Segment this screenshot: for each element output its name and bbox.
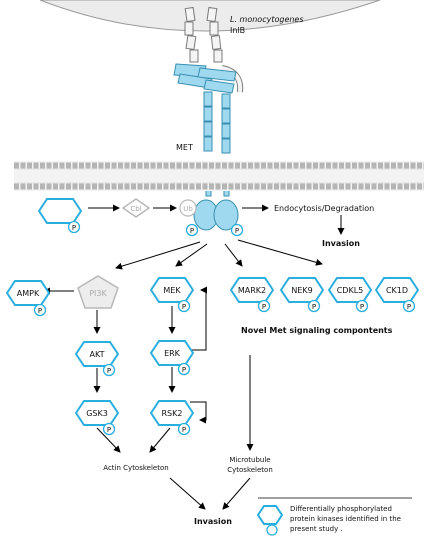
ub-tag: Ub — [179, 199, 197, 217]
cbl-node: Cbl — [121, 198, 151, 218]
novel-components-label: Novel Met signaling compontents — [241, 326, 393, 335]
legend-line-2: protein kinases identified in the — [290, 515, 401, 523]
kinase-nek9: NEK9 P — [280, 277, 324, 313]
phospho-mark: P — [107, 367, 111, 375]
kinase-rsk2: RSK2 P — [150, 400, 194, 436]
pi3k-label: PI3K — [89, 289, 107, 298]
phospho-mark: P — [182, 303, 186, 311]
kinase-gsk3: GSK3 P — [75, 400, 119, 436]
kinase-mek: MEK P — [150, 277, 194, 313]
microtubule-label-line2: Cytoskeleton — [227, 466, 273, 474]
legend-line-1: Differentially phosphorylated — [290, 505, 392, 513]
legend-hex — [256, 505, 284, 525]
phospho-mark: P — [182, 426, 186, 434]
kinase-label: NEK9 — [291, 286, 312, 295]
legend: Differentially phosphorylated protein ki… — [256, 497, 412, 536]
phospho-mark: P — [312, 303, 316, 311]
bacterium-name: L. monocytogenes — [230, 15, 304, 24]
met-kinase-domain: Ub P P — [179, 199, 244, 237]
phospho-mark: P — [72, 224, 76, 232]
phospho-mark: P — [235, 227, 239, 235]
kinase-label: MEK — [163, 286, 181, 295]
phospho-mark: P — [38, 307, 42, 315]
phospho-mark: P — [182, 366, 186, 374]
phospho-mark: P — [107, 426, 111, 434]
actin-cytoskeleton-label: Actin Cytoskeleton — [103, 464, 168, 472]
phospho-mark: P — [190, 227, 194, 235]
pathway-arrows — [43, 204, 345, 510]
legend-line-3: present study . — [290, 525, 343, 533]
endocytosis-invasion: Invasion — [322, 239, 360, 248]
kinase-label: AKT — [90, 350, 105, 359]
phospho-mark: P — [262, 303, 266, 311]
phospho-mark: P — [407, 303, 411, 311]
kinase-erk: ERK P — [150, 340, 194, 376]
pi3k-node: PI3K — [77, 275, 119, 309]
ub-label: Ub — [183, 205, 193, 213]
feedback-loops — [190, 286, 207, 424]
met-label: MET — [176, 143, 193, 152]
kinase-label: MARK2 — [238, 286, 266, 295]
kinase-label: AMPK — [17, 289, 40, 298]
kinase-label: CDKL5 — [337, 286, 364, 295]
cbl-label: Cbl — [130, 205, 141, 213]
phospho-mark: P — [360, 303, 364, 311]
cell-membrane — [14, 161, 424, 191]
endocytosis-label: Endocytosis/Degradation — [274, 204, 374, 213]
kinase-label: CK1D — [386, 286, 408, 295]
met-receptor — [173, 63, 237, 197]
inlb-label: InlB — [230, 26, 245, 35]
kinase-label: ERK — [164, 349, 181, 358]
microtubule-label-line1: Microtubule — [229, 456, 270, 464]
kinase-ampk: AMPK P — [6, 280, 50, 317]
kinase-mark2: MARK2 P — [230, 277, 274, 313]
kinase-akt: AKT P — [75, 341, 119, 377]
kinase-ck1d: CK1D P — [375, 277, 419, 313]
invasion-label: Invasion — [194, 517, 232, 526]
kinase-label: GSK3 — [86, 409, 108, 418]
kinase-cdkl5: CDKL5 P — [328, 277, 372, 313]
kinase-fyn: P — [38, 198, 82, 234]
kinase-label: RSK2 — [162, 409, 183, 418]
inlb-protein — [184, 6, 244, 93]
